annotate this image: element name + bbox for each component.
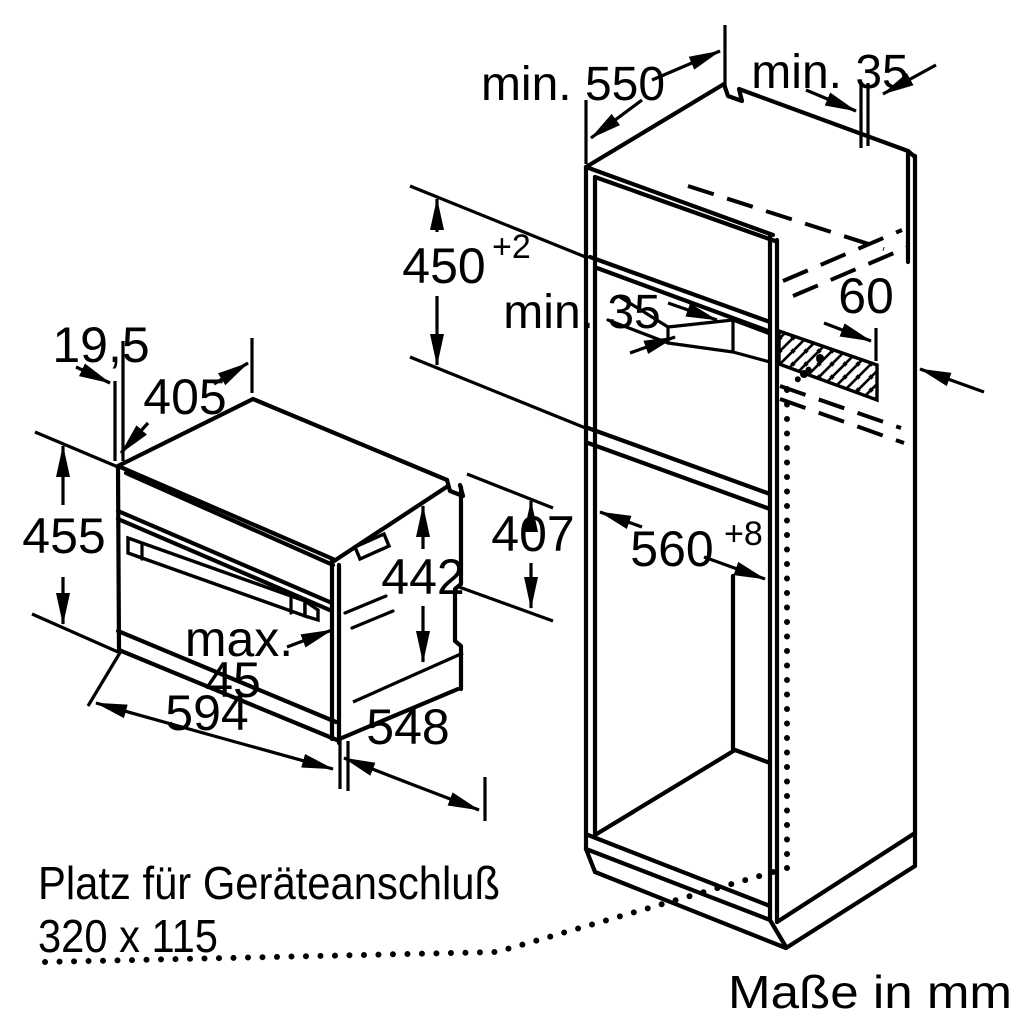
dim-oven-rear-height-label: 407 <box>491 506 574 562</box>
dim-rear-gap-label: min. 35 <box>503 286 660 339</box>
door-handle <box>126 535 320 623</box>
note-connection-size: 320 x 115 <box>38 910 218 962</box>
dim-niche-height-tolerance: +2 <box>492 228 531 266</box>
cabinet-dimensions <box>409 25 985 581</box>
cabinet-drawing <box>42 81 918 965</box>
dim-oven-width-label: 594 <box>165 685 248 741</box>
dim-cabinet-depth-label: min. 550 <box>481 58 665 111</box>
dim-oven-front-thickness-label: 19,5 <box>52 317 149 373</box>
dimension-labels: min. 550 min. 35 450 +2 min. 35 60 560 +… <box>22 46 908 755</box>
dim-oven-depth-label: 548 <box>366 699 449 755</box>
dim-niche-width-label: 560 <box>630 521 713 577</box>
dim-wall-gap-top-label: min. 35 <box>751 46 908 99</box>
notes: Platz für Geräteanschluß 320 x 115 Maße … <box>38 857 1012 1018</box>
dim-oven-body-height-label: 442 <box>381 549 464 605</box>
connection-area-hatch <box>777 328 879 403</box>
dim-door-protrusion-label-2: 45 <box>205 652 261 708</box>
dim-door-protrusion-label-1: max. <box>185 611 293 667</box>
side-vent-slot <box>352 531 392 562</box>
note-units: Maße in mm <box>728 966 1012 1018</box>
dim-niche-height-label: 450 <box>402 238 485 294</box>
oven-drawing <box>115 396 466 746</box>
dim-oven-height-label: 455 <box>22 508 105 564</box>
note-connection-space: Platz für Geräteanschluß <box>38 857 500 909</box>
dim-oven-top-depth-label: 405 <box>143 369 226 425</box>
dim-niche-width-tolerance: +8 <box>724 515 763 553</box>
oven-dimensions <box>31 338 554 821</box>
dim-connection-depth-label: 60 <box>838 268 894 324</box>
